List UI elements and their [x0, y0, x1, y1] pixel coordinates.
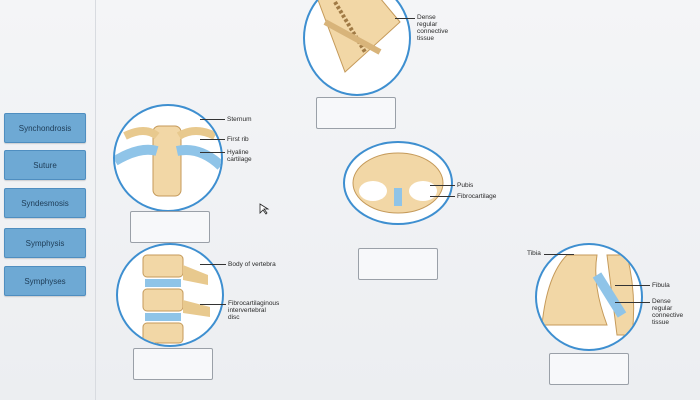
suture-illustration: [303, 0, 411, 96]
annotation-sternum: Sternum: [227, 116, 252, 123]
label-chip-suture[interactable]: Suture: [4, 150, 86, 180]
leader-line: [200, 152, 225, 153]
annotation-line: tissue: [652, 319, 669, 326]
annotation-body-vertebra: Body of vertebra: [228, 261, 276, 268]
pubic-symphysis-illustration: [343, 141, 453, 225]
annotation-line: Dense: [417, 14, 436, 21]
annotation-fibro-disc: Fibrocartilaginous intervertebral disc: [228, 300, 279, 321]
annotation-line: connective: [652, 312, 684, 319]
annotation-line: disc: [228, 314, 240, 321]
leader-line: [200, 139, 225, 140]
annotation-fibula: Fibula: [652, 282, 670, 289]
leader-line: [200, 304, 226, 305]
label-chip-symphysis[interactable]: Symphysis: [4, 228, 86, 258]
leader-line: [544, 254, 574, 255]
intervertebral-illustration: [116, 243, 224, 347]
label-chip-synchondrosis[interactable]: Synchondrosis: [4, 113, 86, 143]
annotation-dense-regular-top: Dense regular connective tissue: [417, 14, 448, 42]
annotation-line: regular: [417, 21, 438, 28]
cursor-icon: [259, 203, 270, 215]
annotation-line: intervertebral: [228, 307, 266, 314]
leader-line: [200, 119, 225, 120]
leader-line: [615, 302, 650, 303]
leader-line: [615, 285, 650, 286]
annotation-tibia: Tibia: [527, 250, 541, 257]
annotation-line: tissue: [417, 35, 434, 42]
label-chip-syndesmosis[interactable]: Syndesmosis: [4, 188, 86, 218]
label-chip-symphyses[interactable]: Symphyses: [4, 266, 86, 296]
drop-target-pubic-symphysis[interactable]: [358, 248, 438, 280]
drop-target-suture[interactable]: [316, 97, 396, 129]
annotation-first-rib: First rib: [227, 136, 249, 143]
syndesmosis-illustration: [535, 243, 643, 351]
annotation-line: cartilage: [227, 156, 252, 163]
annotation-line: Hyaline: [227, 149, 249, 156]
annotation-line: Fibrocartilaginous: [228, 300, 280, 307]
annotation-hyaline: Hyaline cartilage: [227, 149, 252, 163]
synchondrosis-illustration: [113, 104, 223, 212]
annotation-line: regular: [652, 305, 673, 312]
annotation-fibrocartilage: Fibrocartilage: [457, 193, 497, 200]
drop-target-symphysis[interactable]: [133, 348, 213, 380]
annotation-line: Dense: [652, 298, 671, 305]
sidebar-divider: [95, 0, 96, 400]
leader-line: [430, 196, 455, 197]
drop-target-syndesmosis[interactable]: [549, 353, 629, 385]
leader-line: [430, 185, 455, 186]
annotation-line: connective: [417, 28, 449, 35]
annotation-pubis: Pubis: [457, 182, 474, 189]
drop-target-synchondrosis[interactable]: [130, 211, 210, 243]
leader-line: [395, 18, 415, 19]
annotation-dense-regular-tibiofibular: Dense regular connective tissue: [652, 298, 683, 326]
leader-line: [200, 264, 226, 265]
